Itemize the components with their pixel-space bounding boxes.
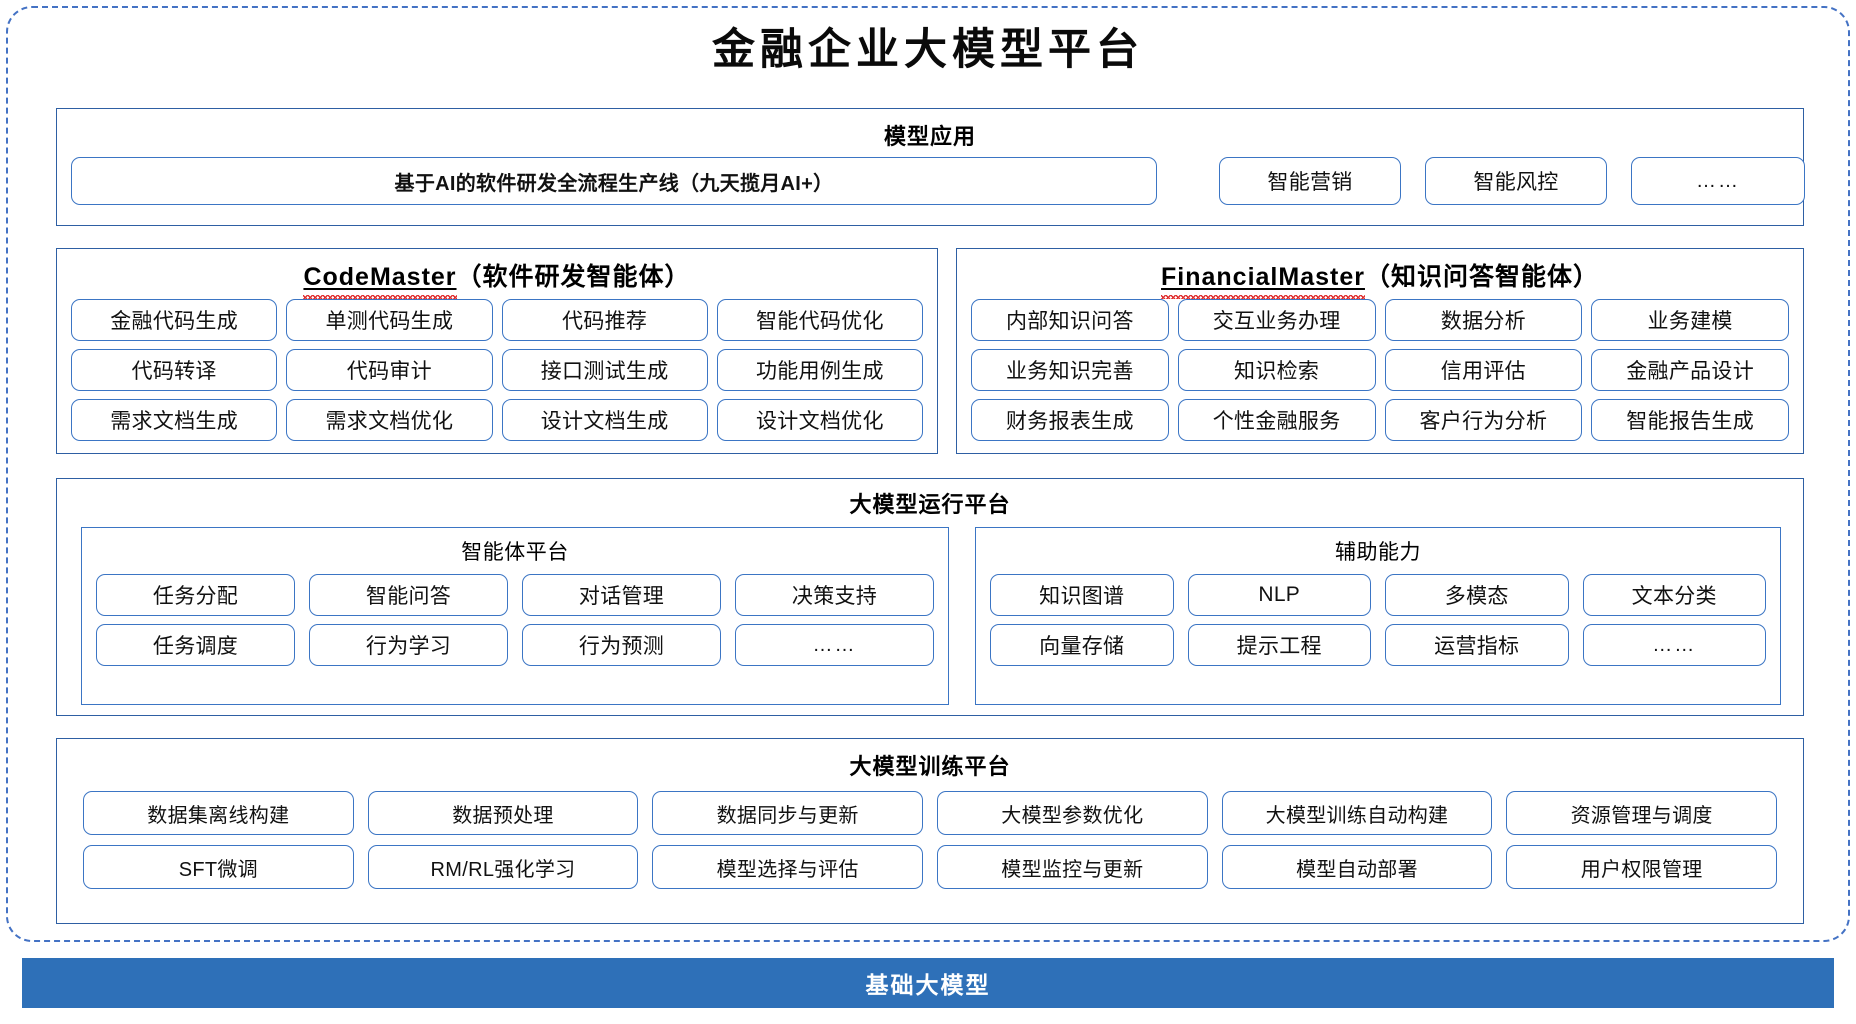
chip-agent-platform-6[interactable]: 行为预测 bbox=[522, 624, 721, 666]
chip-training-3[interactable]: 大模型参数优化 bbox=[936, 791, 1208, 835]
chip-aux-6[interactable]: 运营指标 bbox=[1385, 624, 1569, 666]
footer-label: 基础大模型 bbox=[865, 972, 991, 998]
chip-training-0[interactable]: 数据集离线构建 bbox=[83, 791, 354, 835]
footer-foundation-model-bar: 基础大模型 bbox=[22, 958, 1834, 1008]
panel-runtime-platform: 大模型运行平台 智能体平台 任务分配 智能问答 对话管理 决策支持 任务调度 行… bbox=[56, 478, 1804, 716]
chip-financialmaster-4[interactable]: 业务知识完善 bbox=[971, 349, 1169, 391]
agent-platform-grid: 任务分配 智能问答 对话管理 决策支持 任务调度 行为学习 行为预测 …… bbox=[96, 574, 934, 666]
chip-training-8[interactable]: 模型选择与评估 bbox=[652, 845, 923, 889]
panel-title-runtime-platform: 大模型运行平台 bbox=[849, 492, 1011, 517]
chip-codemaster-4[interactable]: 代码转译 bbox=[71, 349, 278, 391]
chip-codemaster-3[interactable]: 智能代码优化 bbox=[716, 299, 923, 341]
chip-training-6[interactable]: SFT微调 bbox=[83, 845, 354, 889]
chip-financialmaster-7[interactable]: 金融产品设计 bbox=[1591, 349, 1789, 391]
chip-codemaster-8[interactable]: 需求文档生成 bbox=[71, 399, 278, 441]
panel-title-codemaster: CodeMaster（软件研发智能体） bbox=[57, 257, 937, 299]
chip-financialmaster-11[interactable]: 智能报告生成 bbox=[1591, 399, 1789, 441]
chip-codemaster-2[interactable]: 代码推荐 bbox=[501, 299, 708, 341]
subpanel-title-auxiliary-ability: 辅助能力 bbox=[1335, 541, 1421, 564]
chip-aux-5[interactable]: 提示工程 bbox=[1187, 624, 1371, 666]
chip-agent-platform-1[interactable]: 智能问答 bbox=[309, 574, 508, 616]
chip-agent-platform-5[interactable]: 行为学习 bbox=[309, 624, 508, 666]
panel-codemaster: CodeMaster（软件研发智能体） 金融代码生成 单测代码生成 代码推荐 智… bbox=[56, 248, 938, 454]
chip-training-11[interactable]: 用户权限管理 bbox=[1506, 845, 1777, 889]
chip-financialmaster-0[interactable]: 内部知识问答 bbox=[971, 299, 1169, 341]
chip-codemaster-1[interactable]: 单测代码生成 bbox=[286, 299, 493, 341]
chip-agent-platform-7[interactable]: …… bbox=[735, 624, 934, 666]
chip-aux-3[interactable]: 文本分类 bbox=[1582, 574, 1766, 616]
panel-model-application: 模型应用 基于AI的软件研发全流程生产线（九天揽月AI+） 智能营销 智能风控 … bbox=[56, 108, 1805, 226]
panel-title-financialmaster: FinancialMaster（知识问答智能体） bbox=[957, 257, 1803, 299]
chip-financialmaster-2[interactable]: 数据分析 bbox=[1384, 299, 1583, 341]
chip-smart-marketing[interactable]: 智能营销 bbox=[1219, 157, 1401, 205]
chip-codemaster-0[interactable]: 金融代码生成 bbox=[71, 299, 278, 341]
financialmaster-capability-grid: 内部知识问答 交互业务办理 数据分析 业务建模 业务知识完善 知识检索 信用评估… bbox=[971, 299, 1789, 441]
subpanel-title-agent-platform: 智能体平台 bbox=[461, 541, 569, 564]
financialmaster-name-en: FinancialMaster bbox=[1161, 263, 1365, 299]
auxiliary-ability-grid: 知识图谱 NLP 多模态 文本分类 向量存储 提示工程 运营指标 …… bbox=[990, 574, 1766, 666]
chip-codemaster-9[interactable]: 需求文档优化 bbox=[286, 399, 493, 441]
chip-aux-0[interactable]: 知识图谱 bbox=[990, 574, 1174, 616]
page-title: 金融企业大模型平台 bbox=[712, 27, 1144, 74]
chip-financialmaster-3[interactable]: 业务建模 bbox=[1591, 299, 1789, 341]
chip-training-7[interactable]: RM/RL强化学习 bbox=[367, 845, 639, 889]
chip-training-2[interactable]: 数据同步与更新 bbox=[652, 791, 923, 835]
chip-ai-software-pipeline[interactable]: 基于AI的软件研发全流程生产线（九天揽月AI+） bbox=[71, 157, 1157, 205]
subpanel-agent-platform: 智能体平台 任务分配 智能问答 对话管理 决策支持 任务调度 行为学习 行为预测… bbox=[81, 527, 949, 705]
chip-training-4[interactable]: 大模型训练自动构建 bbox=[1221, 791, 1493, 835]
chip-agent-platform-0[interactable]: 任务分配 bbox=[96, 574, 295, 616]
chip-smart-risk-control[interactable]: 智能风控 bbox=[1425, 157, 1607, 205]
chip-training-9[interactable]: 模型监控与更新 bbox=[936, 845, 1208, 889]
codemaster-name-en: CodeMaster bbox=[303, 263, 457, 299]
chip-codemaster-5[interactable]: 代码审计 bbox=[286, 349, 493, 391]
chip-agent-platform-4[interactable]: 任务调度 bbox=[96, 624, 295, 666]
codemaster-capability-grid: 金融代码生成 单测代码生成 代码推荐 智能代码优化 代码转译 代码审计 接口测试… bbox=[71, 299, 923, 441]
chip-codemaster-7[interactable]: 功能用例生成 bbox=[716, 349, 923, 391]
chip-aux-7[interactable]: …… bbox=[1582, 624, 1766, 666]
chip-financialmaster-6[interactable]: 信用评估 bbox=[1384, 349, 1583, 391]
subpanel-auxiliary-ability: 辅助能力 知识图谱 NLP 多模态 文本分类 向量存储 提示工程 运营指标 …… bbox=[975, 527, 1781, 705]
chip-financialmaster-8[interactable]: 财务报表生成 bbox=[971, 399, 1169, 441]
chip-financialmaster-1[interactable]: 交互业务办理 bbox=[1177, 299, 1376, 341]
outer-dashed-frame bbox=[6, 6, 1850, 942]
chip-aux-1[interactable]: NLP bbox=[1187, 574, 1371, 616]
chip-agent-platform-2[interactable]: 对话管理 bbox=[522, 574, 721, 616]
chip-training-1[interactable]: 数据预处理 bbox=[367, 791, 639, 835]
panel-financialmaster: FinancialMaster（知识问答智能体） 内部知识问答 交互业务办理 数… bbox=[956, 248, 1804, 454]
chip-codemaster-11[interactable]: 设计文档优化 bbox=[716, 399, 923, 441]
chip-aux-4[interactable]: 向量存储 bbox=[990, 624, 1174, 666]
chip-financialmaster-9[interactable]: 个性金融服务 bbox=[1177, 399, 1376, 441]
chip-aux-2[interactable]: 多模态 bbox=[1385, 574, 1569, 616]
panel-title-model-application: 模型应用 bbox=[883, 124, 976, 149]
model-application-chip-row: 基于AI的软件研发全流程生产线（九天揽月AI+） 智能营销 智能风控 …… bbox=[71, 157, 1805, 205]
chip-agent-platform-3[interactable]: 决策支持 bbox=[735, 574, 934, 616]
chip-codemaster-6[interactable]: 接口测试生成 bbox=[501, 349, 708, 391]
training-platform-grid: 数据集离线构建 数据预处理 数据同步与更新 大模型参数优化 大模型训练自动构建 … bbox=[83, 791, 1777, 889]
chip-training-5[interactable]: 资源管理与调度 bbox=[1506, 791, 1777, 835]
chip-financialmaster-10[interactable]: 客户行为分析 bbox=[1384, 399, 1583, 441]
chip-training-10[interactable]: 模型自动部署 bbox=[1221, 845, 1493, 889]
chip-more-ellipsis[interactable]: …… bbox=[1631, 157, 1805, 205]
panel-training-platform: 大模型训练平台 数据集离线构建 数据预处理 数据同步与更新 大模型参数优化 大模… bbox=[56, 738, 1804, 924]
panel-title-training-platform: 大模型训练平台 bbox=[849, 754, 1011, 779]
codemaster-name-cn: （软件研发智能体） bbox=[456, 263, 691, 291]
chip-financialmaster-5[interactable]: 知识检索 bbox=[1177, 349, 1376, 391]
financialmaster-name-cn: （知识问答智能体） bbox=[1364, 263, 1599, 291]
chip-codemaster-10[interactable]: 设计文档生成 bbox=[501, 399, 708, 441]
